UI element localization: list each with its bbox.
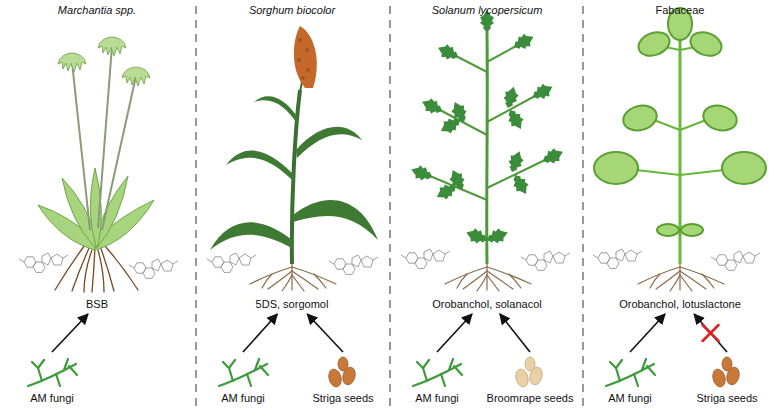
node-text: AM fungi: [413, 392, 460, 405]
fungi-node: AM fungi: [409, 354, 465, 405]
fungi-icon: [24, 354, 80, 392]
node-text: AM fungi: [606, 392, 653, 405]
panel-divider: [196, 6, 583, 412]
blocked-cross: [703, 325, 719, 341]
seed-node: Striga seeds: [694, 354, 759, 405]
compound-label: BSB: [84, 298, 110, 311]
node-text: Orobanchol, solanacol: [430, 298, 543, 311]
node-text: Striga seeds: [694, 392, 759, 405]
compound-label: 5DS, sorgomol: [254, 298, 331, 311]
arrow-connector: [307, 314, 343, 352]
panel-title: Solanum lycopersicum: [432, 4, 543, 17]
arrow-connector: [630, 314, 665, 352]
seed-icon: [502, 354, 558, 392]
seed-icon: [315, 354, 371, 392]
compound-label: Orobanchol, solanacol: [430, 298, 543, 311]
node-text: AM fungi: [219, 392, 266, 405]
fungi-node: AM fungi: [24, 354, 80, 405]
marchantia-plant: [19, 37, 178, 292]
node-text: BSB: [84, 298, 110, 311]
fungi-icon: [215, 354, 271, 392]
panel-title: Fabaceae: [656, 4, 705, 17]
legume-plant: [593, 8, 766, 291]
fungi-icon: [409, 354, 465, 392]
node-text: Striga seeds: [310, 392, 375, 405]
node-text: AM fungi: [28, 392, 75, 405]
arrow-connector: [500, 314, 530, 352]
arrow-connector: [52, 314, 88, 352]
node-text: Orobanchol, lotuslactone: [617, 298, 743, 311]
arrow-connector: [243, 314, 277, 352]
panel-title: Sorghum biocolor: [249, 4, 335, 17]
node-text: 5DS, sorgomol: [254, 298, 331, 311]
seed-node: Striga seeds: [310, 354, 375, 405]
tomato-plant: [401, 10, 570, 291]
node-text: Broomrape seeds: [485, 392, 576, 405]
sorghum-plant: [207, 26, 378, 291]
arrow-connector: [694, 314, 727, 352]
seed-node: Broomrape seeds: [485, 354, 576, 405]
compound-label: Orobanchol, lotuslactone: [617, 298, 743, 311]
fungi-node: AM fungi: [215, 354, 271, 405]
blocked-cross: [703, 325, 719, 341]
fungi-icon: [602, 354, 658, 392]
seed-icon: [699, 354, 755, 392]
arrow-connector: [437, 314, 472, 352]
panel-title: Marchantia spp.: [58, 4, 136, 17]
fungi-node: AM fungi: [602, 354, 658, 405]
